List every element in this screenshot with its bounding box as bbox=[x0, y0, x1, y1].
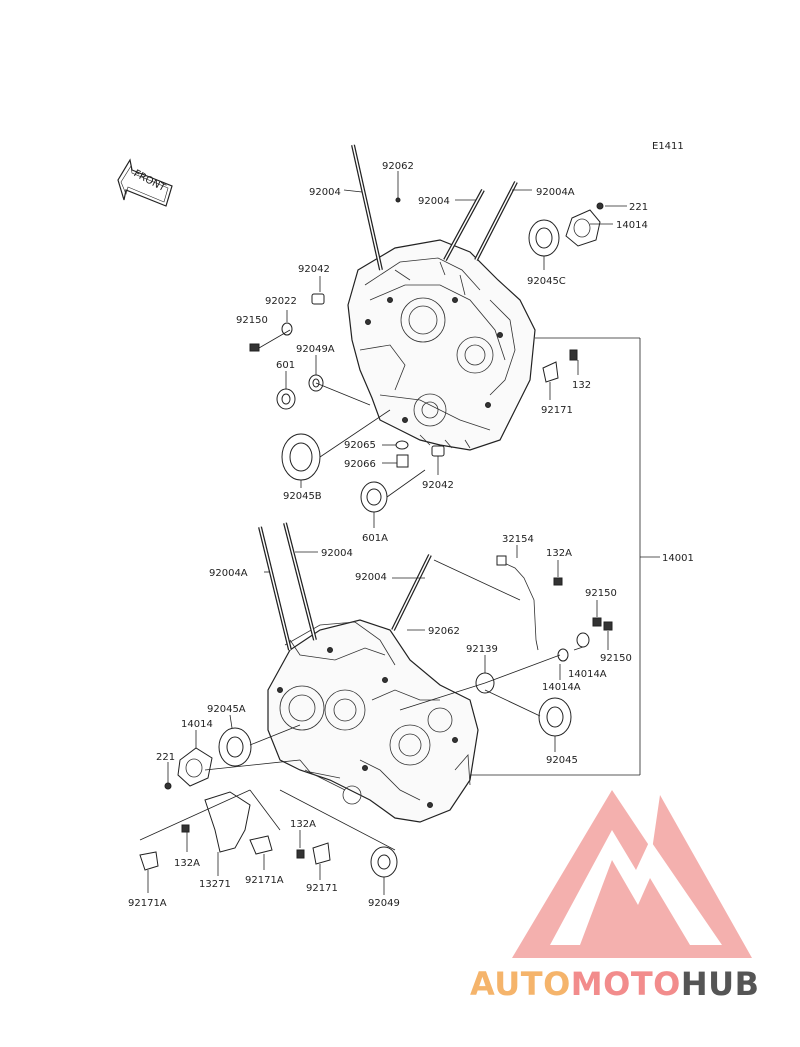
automotohub-logo-icon bbox=[512, 790, 752, 958]
part-label: 92022 bbox=[265, 296, 297, 307]
stud-bolts bbox=[258, 144, 518, 651]
part-label: 92042 bbox=[422, 480, 454, 491]
part-label: 14014 bbox=[616, 220, 648, 231]
part-label: 92171A bbox=[245, 875, 284, 886]
part-label: 32154 bbox=[502, 534, 534, 545]
part-label: 14001 bbox=[662, 553, 694, 564]
part-labels: 92062 92004 92004 92004A 221 14014 92045… bbox=[128, 161, 694, 909]
part-label: 221 bbox=[156, 752, 175, 763]
lower-crankcase-half bbox=[267, 619, 479, 823]
part-label: 92004 bbox=[418, 196, 450, 207]
part-label: 92150 bbox=[600, 653, 632, 664]
part-label: 92171A bbox=[128, 898, 167, 909]
part-label: 92171 bbox=[541, 405, 573, 416]
watermark-auto: AUTO bbox=[470, 965, 571, 1003]
part-label: 92049A bbox=[296, 344, 335, 355]
part-label: 92004 bbox=[321, 548, 353, 559]
part-label: 601A bbox=[362, 533, 388, 544]
part-label: 92045B bbox=[283, 491, 322, 502]
part-label: 92139 bbox=[466, 644, 498, 655]
part-label: 14014A bbox=[568, 669, 607, 680]
part-label: 92042 bbox=[298, 264, 330, 275]
part-label: 92004 bbox=[309, 187, 341, 198]
part-label: 92004 bbox=[355, 572, 387, 583]
leader-lines bbox=[139, 171, 660, 895]
part-label: 92062 bbox=[382, 161, 414, 172]
part-label: 13271 bbox=[199, 879, 231, 890]
part-label: 92045A bbox=[207, 704, 246, 715]
part-label: 221 bbox=[629, 202, 648, 213]
part-label: 132A bbox=[174, 858, 200, 869]
part-label: 92045C bbox=[527, 276, 566, 287]
part-label: 92062 bbox=[428, 626, 460, 637]
front-arrow-icon: FRONT bbox=[117, 158, 173, 207]
diagram-code: E1411 bbox=[652, 141, 684, 152]
watermark-text: AUTOMOTOHUB bbox=[470, 962, 760, 1006]
part-label: 14014A bbox=[542, 682, 581, 693]
part-label: 92150 bbox=[236, 315, 268, 326]
part-label: 92065 bbox=[344, 440, 376, 451]
upper-crankcase-half bbox=[347, 239, 536, 451]
part-label: 132A bbox=[290, 819, 316, 830]
watermark-hub: HUB bbox=[680, 965, 760, 1003]
part-label: 132A bbox=[546, 548, 572, 559]
part-label: 132 bbox=[572, 380, 591, 391]
watermark-moto: MOTO bbox=[570, 965, 681, 1003]
part-label: 601 bbox=[276, 360, 295, 371]
part-label: 92045 bbox=[546, 755, 578, 766]
part-label: 14014 bbox=[181, 719, 213, 730]
part-label: 92004A bbox=[536, 187, 575, 198]
part-label: 92150 bbox=[585, 588, 617, 599]
part-label: 92004A bbox=[209, 568, 248, 579]
part-label: 92171 bbox=[306, 883, 338, 894]
part-label: 92066 bbox=[344, 459, 376, 470]
upper-small-parts bbox=[249, 197, 604, 513]
part-label: 92049 bbox=[368, 898, 400, 909]
